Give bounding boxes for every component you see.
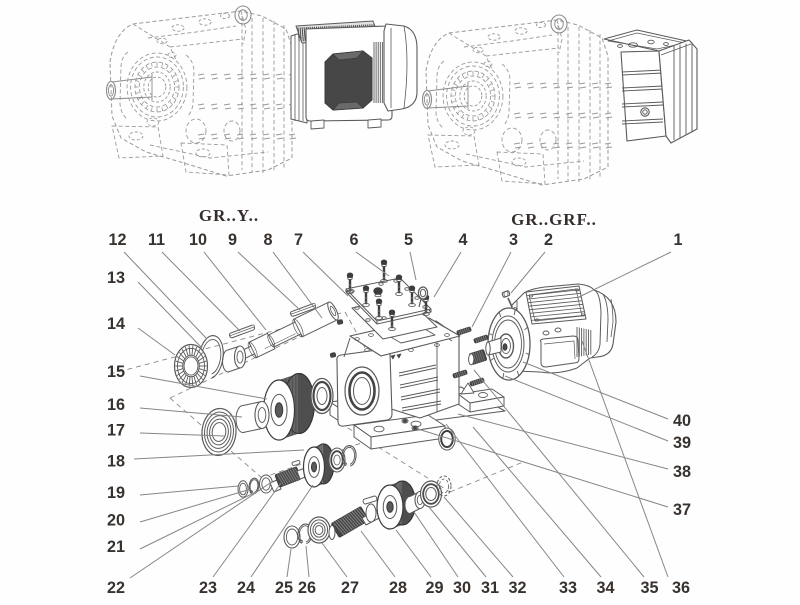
svg-text:29: 29 <box>425 579 443 597</box>
svg-text:31: 31 <box>481 579 499 597</box>
svg-text:30: 30 <box>453 579 471 597</box>
svg-text:21: 21 <box>107 538 125 556</box>
svg-text:15: 15 <box>107 363 125 381</box>
svg-text:24: 24 <box>237 579 255 597</box>
svg-text:17: 17 <box>107 422 125 440</box>
svg-text:35: 35 <box>640 579 658 597</box>
svg-text:27: 27 <box>341 579 359 597</box>
svg-text:5: 5 <box>404 231 413 249</box>
svg-text:12: 12 <box>108 231 126 249</box>
svg-text:4: 4 <box>458 231 467 249</box>
svg-text:25: 25 <box>275 579 293 597</box>
svg-text:13: 13 <box>107 269 125 287</box>
svg-text:14: 14 <box>107 315 125 333</box>
svg-text:28: 28 <box>389 579 407 597</box>
svg-text:7: 7 <box>294 231 303 249</box>
svg-text:32: 32 <box>508 579 526 597</box>
svg-text:1: 1 <box>673 231 682 249</box>
svg-text:34: 34 <box>596 579 614 597</box>
svg-text:6: 6 <box>349 231 358 249</box>
svg-text:2: 2 <box>544 231 553 249</box>
svg-text:10: 10 <box>189 231 207 249</box>
svg-text:19: 19 <box>107 484 125 502</box>
svg-text:9: 9 <box>228 231 237 249</box>
svg-text:GR..Y..: GR..Y.. <box>199 206 259 225</box>
svg-text:GR..GRF..: GR..GRF.. <box>511 210 597 229</box>
svg-text:20: 20 <box>107 512 125 530</box>
svg-text:23: 23 <box>199 579 217 597</box>
svg-text:16: 16 <box>107 396 125 414</box>
svg-text:38: 38 <box>673 463 691 481</box>
svg-text:8: 8 <box>263 231 272 249</box>
svg-text:22: 22 <box>107 579 125 597</box>
svg-text:26: 26 <box>298 579 316 597</box>
svg-text:40: 40 <box>673 412 691 430</box>
svg-text:18: 18 <box>107 453 125 471</box>
svg-text:36: 36 <box>672 579 690 597</box>
svg-text:3: 3 <box>509 231 518 249</box>
svg-text:11: 11 <box>148 231 165 249</box>
svg-text:39: 39 <box>673 434 691 452</box>
svg-text:33: 33 <box>559 579 577 597</box>
svg-text:37: 37 <box>673 501 691 519</box>
